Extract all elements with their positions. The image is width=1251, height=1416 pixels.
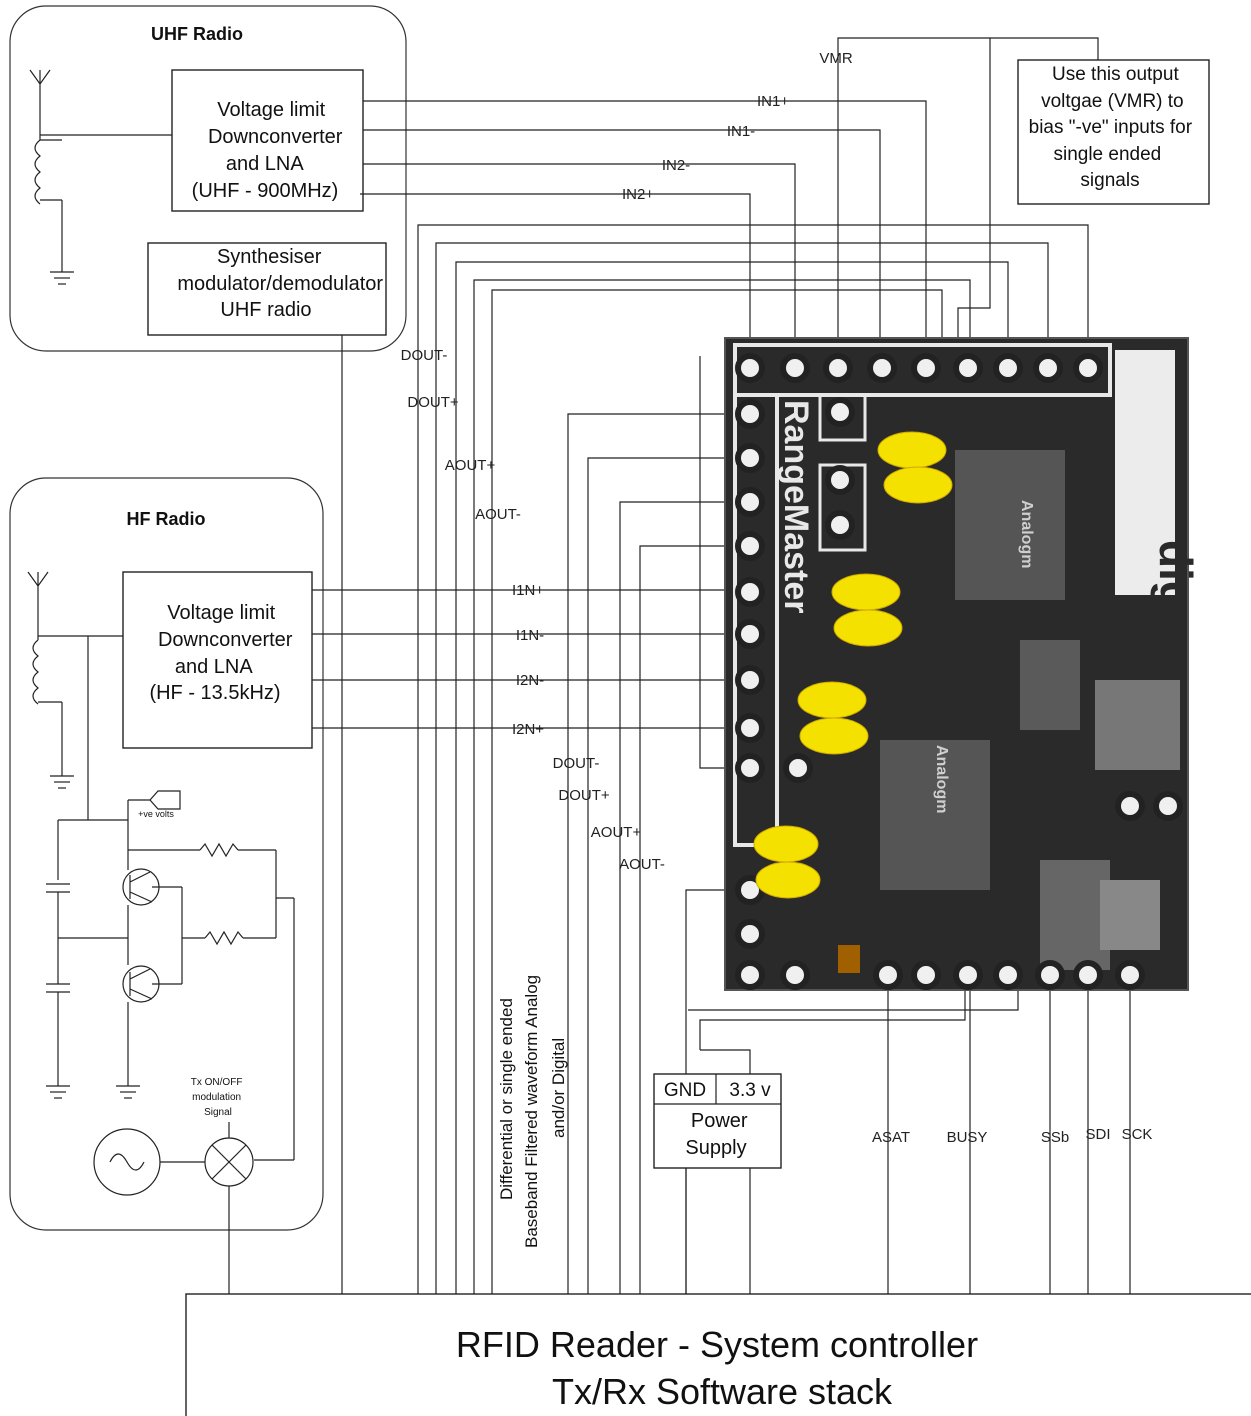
i1nm-label: I1N- — [516, 627, 544, 644]
system-controller-block — [185, 1293, 1251, 1416]
in2m-label: IN2- — [662, 157, 690, 174]
i2np-label: I2N+ — [512, 721, 544, 738]
power-supply-label: Power Supply — [685, 1110, 753, 1159]
in1p-label: IN1+ — [757, 93, 789, 110]
vmr-note-box — [1017, 59, 1210, 205]
v33-label: 3.3 v — [729, 1080, 771, 1101]
uhf-ground-icon — [50, 271, 74, 285]
dout-plus-label: DOUT+ — [407, 394, 458, 411]
tx-modulation-label: Tx ON/OFF modulation Signal — [191, 1077, 245, 1118]
hf-radio-group — [9, 477, 324, 1231]
in1m-label: IN1- — [727, 123, 755, 140]
aout-plus-label: AOUT+ — [445, 457, 496, 474]
in2p-label: IN2+ — [622, 186, 654, 203]
uhf-radio-title: UHF Radio — [151, 24, 243, 44]
aout-plus-label-2: AOUT+ — [591, 824, 642, 841]
ssb-label: SSb — [1041, 1129, 1069, 1146]
wiring — [312, 37, 1131, 1294]
hf-downconverter-label: Voltage limit Downconverter and LNA (HF … — [149, 602, 298, 704]
system-controller-label: RFID Reader - System controller Tx/Rx So… — [456, 1324, 988, 1412]
baseband-description: Differential or single ended Baseband Fi… — [497, 970, 568, 1248]
power-supply-block — [653, 1073, 782, 1169]
signal-labels: VMR IN1+ IN1- IN2- IN2+ DOUT- DOUT+ AOUT… — [401, 50, 1153, 1146]
uhf-downconverter-label: Voltage limit Downconverter and LNA (UHF… — [192, 99, 348, 202]
busy-label: BUSY — [947, 1129, 988, 1146]
vmr-label: VMR — [819, 50, 853, 67]
board-brand-text: digm — [1150, 540, 1202, 650]
hf-antenna-icon — [27, 571, 124, 776]
uhf-synthesiser-label: Synthesiser modulator/demodulator UHF ra… — [177, 246, 388, 321]
i1np-label: I1N+ — [512, 582, 544, 599]
vmr-note-text: Use this output voltgae (VMR) to bias "-… — [1029, 64, 1198, 191]
uhf-downconverter-block — [171, 69, 364, 212]
sdi-label: SDI — [1085, 1126, 1110, 1143]
i2nm-label: I2N- — [516, 672, 544, 689]
chip-text-1: Analogm — [1018, 500, 1035, 568]
uhf-radio-group — [9, 5, 407, 352]
sck-label: SCK — [1122, 1126, 1153, 1143]
hf-ground-icon — [50, 775, 74, 789]
gnd-label: GND — [664, 1080, 706, 1101]
uhf-antenna-icon — [29, 69, 172, 272]
aout-minus-label-2: AOUT- — [619, 856, 665, 873]
asat-label: ASAT — [872, 1129, 910, 1146]
hf-downconverter-block — [122, 571, 313, 749]
hf-radio-title: HF Radio — [127, 509, 206, 529]
uhf-synthesiser-block — [147, 242, 387, 336]
rangemaster-board: digm RangeMaster Analogm Analogm — [724, 337, 1202, 991]
aout-minus-label: AOUT- — [475, 506, 521, 523]
hf-transmitter-circuit — [46, 636, 295, 1161]
plus-volts-label: +ve volts — [138, 809, 174, 819]
plus-volts-tag-icon — [149, 790, 181, 810]
dout-minus-label-2: DOUT- — [553, 755, 600, 772]
dout-minus-label: DOUT- — [401, 347, 448, 364]
chip-text-2: Analogm — [933, 745, 950, 813]
board-name-text: RangeMaster — [777, 400, 815, 614]
dout-plus-label-2: DOUT+ — [558, 787, 609, 804]
